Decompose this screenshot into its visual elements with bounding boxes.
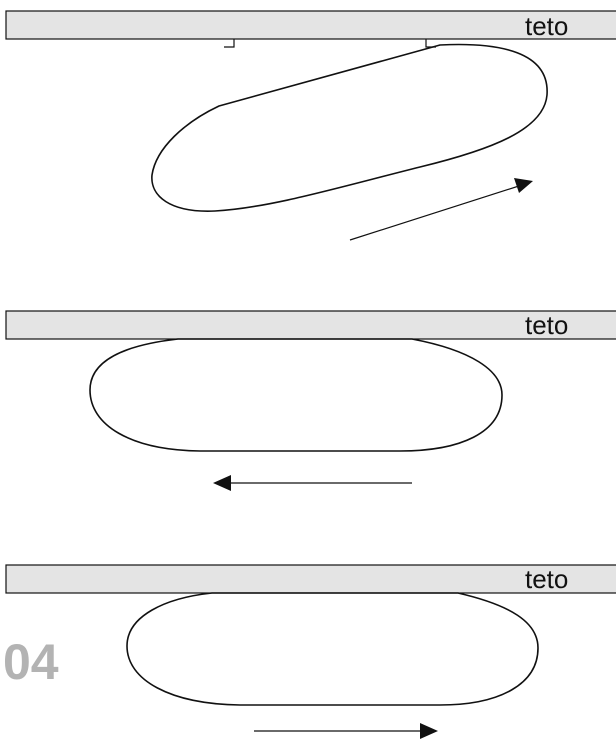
panel-1: teto	[5, 10, 616, 241]
attachment-tick-left	[224, 39, 235, 48]
tilted-blob-outline	[151, 43, 548, 212]
figure-number: 04	[3, 634, 59, 690]
motion-arrow-head-2	[213, 475, 231, 491]
motion-arrow-head-3	[420, 723, 438, 739]
panel-2: teto	[5, 310, 616, 491]
ceiling-label-1: teto	[525, 11, 568, 41]
motion-arrow-head-1	[514, 178, 533, 193]
flat-blob-outline	[89, 338, 503, 452]
ceiling-label-2: teto	[525, 310, 568, 340]
ceiling-bar-1	[5, 10, 616, 40]
flat-blob-outline-2	[126, 592, 539, 706]
ceiling-bar-2	[5, 310, 616, 340]
ceiling-label-3: teto	[525, 564, 568, 594]
motion-arrow-shaft-1	[349, 184, 523, 241]
panel-3: teto 04	[3, 564, 616, 739]
